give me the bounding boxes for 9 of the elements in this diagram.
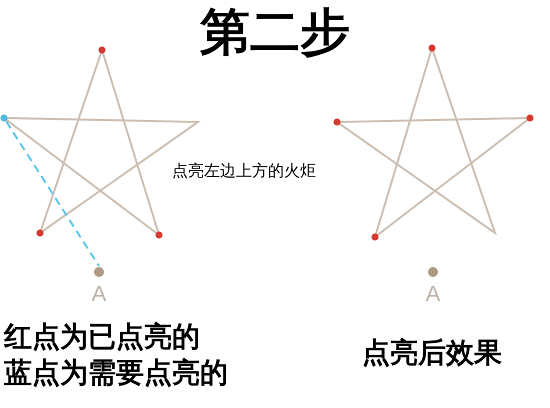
note-text: 点亮左边上方的火炬 [172,160,317,182]
dashed-line [5,120,100,267]
dot [0,114,8,122]
title: 第二步 [199,2,351,62]
point-label: A [426,282,440,306]
legend-text: 蓝点为需要点亮的 [4,356,228,390]
point-label: A [92,282,106,306]
legend-text: 红点为已点亮的 [4,320,200,354]
caption-text: 点亮后效果 [362,336,502,370]
